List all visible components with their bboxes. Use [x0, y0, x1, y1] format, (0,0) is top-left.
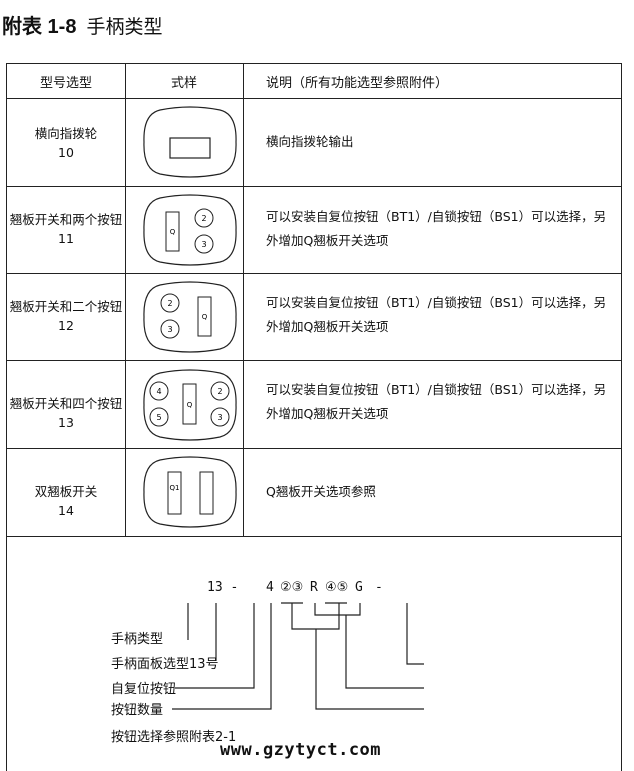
- column-divider: [125, 63, 126, 536]
- code-segment-buttons-a: ②③: [280, 580, 304, 595]
- mark: 3: [217, 413, 222, 422]
- code-segment-buttons-b: ④⑤: [325, 580, 349, 595]
- mark: Q: [170, 228, 176, 236]
- table-row-10-description: 横向指拨轮输出: [266, 134, 354, 149]
- mark: Q: [202, 313, 208, 321]
- model-code: 12: [58, 318, 74, 333]
- label-reset-button: 自复位按钮: [111, 682, 177, 697]
- page-title: 附表 1-8 手柄类型: [2, 10, 162, 39]
- table-row-11-description: 可以安装自复位按钮（BT1）/自锁按钮（BS1）可以选择，另外增加Q翘板开关选项: [266, 209, 607, 248]
- website-url: www.gzytyct.com: [220, 740, 382, 760]
- model-code: 10: [58, 145, 74, 160]
- table-row-12-model: 翘板开关和二个按钮 12: [6, 297, 126, 335]
- model-code: 14: [58, 503, 74, 518]
- model-name: 双翘板开关: [34, 484, 98, 499]
- table-row-12-description: 可以安装自复位按钮（BT1）/自锁按钮（BS1）可以选择，另外增加Q翘板开关选项: [266, 295, 607, 334]
- row-divider: [6, 186, 622, 187]
- mark: 2: [167, 299, 172, 308]
- code-segment-type: 13 -: [207, 580, 239, 595]
- header-model: 型号选型: [39, 76, 92, 91]
- table-row-14-model: 双翘板开关 14: [6, 482, 126, 520]
- code-segment-r: R: [310, 580, 318, 595]
- model-code: 13: [58, 415, 74, 430]
- handle-type-table: [6, 63, 622, 771]
- label-panel-model: 手柄面板选型13号: [111, 657, 219, 672]
- model-name: 横向指拨轮: [34, 126, 98, 141]
- model-name: 翘板开关和二个按钮: [9, 299, 123, 314]
- handle-13-drawing: 4 5 Q 2 3: [143, 369, 237, 441]
- row-divider: [6, 273, 622, 274]
- table-row-10-model: 横向指拨轮 10: [6, 124, 126, 162]
- mark: 5: [156, 413, 161, 422]
- row-divider: [6, 448, 622, 449]
- header-description: 说明（所有功能选型参照附件）: [266, 76, 449, 91]
- row-divider: [6, 98, 622, 99]
- code-segment-g: G: [355, 580, 363, 595]
- mark: 4: [156, 387, 161, 396]
- mark: Q1: [170, 484, 180, 492]
- mark: Q: [187, 401, 193, 409]
- mark: 2: [201, 214, 206, 223]
- handle-12-drawing: 2 3 Q: [143, 281, 237, 353]
- column-divider: [243, 63, 244, 536]
- row-divider: [6, 536, 622, 537]
- model-name: 翘板开关和四个按钮: [9, 396, 123, 411]
- table-row-11-model: 翘板开关和两个按钮 11: [6, 210, 126, 248]
- code-segment-end: -: [375, 580, 383, 595]
- label-button-count: 按钮数量: [111, 703, 164, 718]
- label-handle-type: 手柄类型: [111, 632, 164, 647]
- label-button-reference: 按钮选择参照附表2-1: [111, 730, 237, 745]
- mark: 2: [217, 387, 222, 396]
- table-row-13-description: 可以安装自复位按钮（BT1）/自锁按钮（BS1）可以选择，另外增加Q翘板开关选项: [266, 382, 607, 421]
- handle-14-drawing: Q1: [143, 456, 237, 528]
- title-text: 手柄类型: [86, 16, 163, 38]
- handle-10-drawing: [143, 106, 237, 178]
- code-segment-count: 4: [266, 580, 274, 595]
- header-style: 式样: [170, 76, 197, 91]
- mark: 3: [201, 240, 206, 249]
- table-row-13-model: 翘板开关和四个按钮 13: [6, 394, 126, 432]
- handle-11-drawing: Q 2 3: [143, 194, 237, 266]
- table-row-14-description: Q翘板开关选项参照: [266, 484, 376, 499]
- title-number: 附表 1-8: [2, 16, 77, 38]
- model-name: 翘板开关和两个按钮: [9, 212, 123, 227]
- row-divider: [6, 360, 622, 361]
- mark: 3: [167, 325, 172, 334]
- model-code: 11: [58, 231, 74, 246]
